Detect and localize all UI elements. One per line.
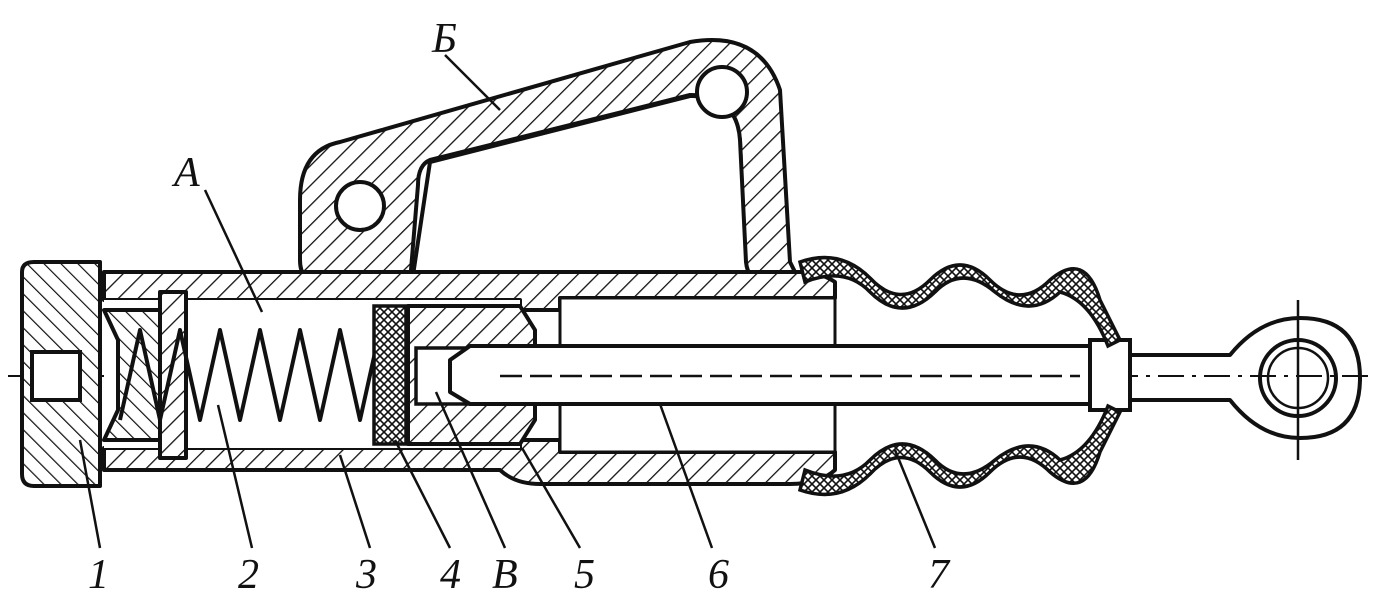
mounting-flange [298, 38, 802, 284]
seat-washer [158, 290, 188, 460]
leader-lines [78, 54, 937, 549]
return-spring [118, 328, 382, 422]
label-cavity-v: В [492, 552, 518, 598]
label-3: 3 [355, 552, 377, 598]
label-4: 4 [440, 552, 461, 598]
label-5: 5 [574, 552, 595, 598]
end-plug [20, 260, 102, 488]
rod-nut [1088, 338, 1132, 412]
protective-boot [797, 255, 1123, 497]
label-2: 2 [238, 552, 259, 598]
clevis-eye [1128, 300, 1362, 460]
label-cavity-b: Б [431, 16, 457, 62]
mounting-hole-left [334, 180, 386, 232]
label-cavity-a: А [171, 150, 200, 196]
label-7: 7 [928, 552, 951, 598]
piston-seal [372, 304, 408, 446]
label-6: 6 [708, 552, 729, 598]
mounting-hole-right [695, 65, 749, 119]
plug-bore [30, 350, 82, 402]
push-rod [448, 338, 1132, 412]
label-1: 1 [88, 552, 109, 598]
